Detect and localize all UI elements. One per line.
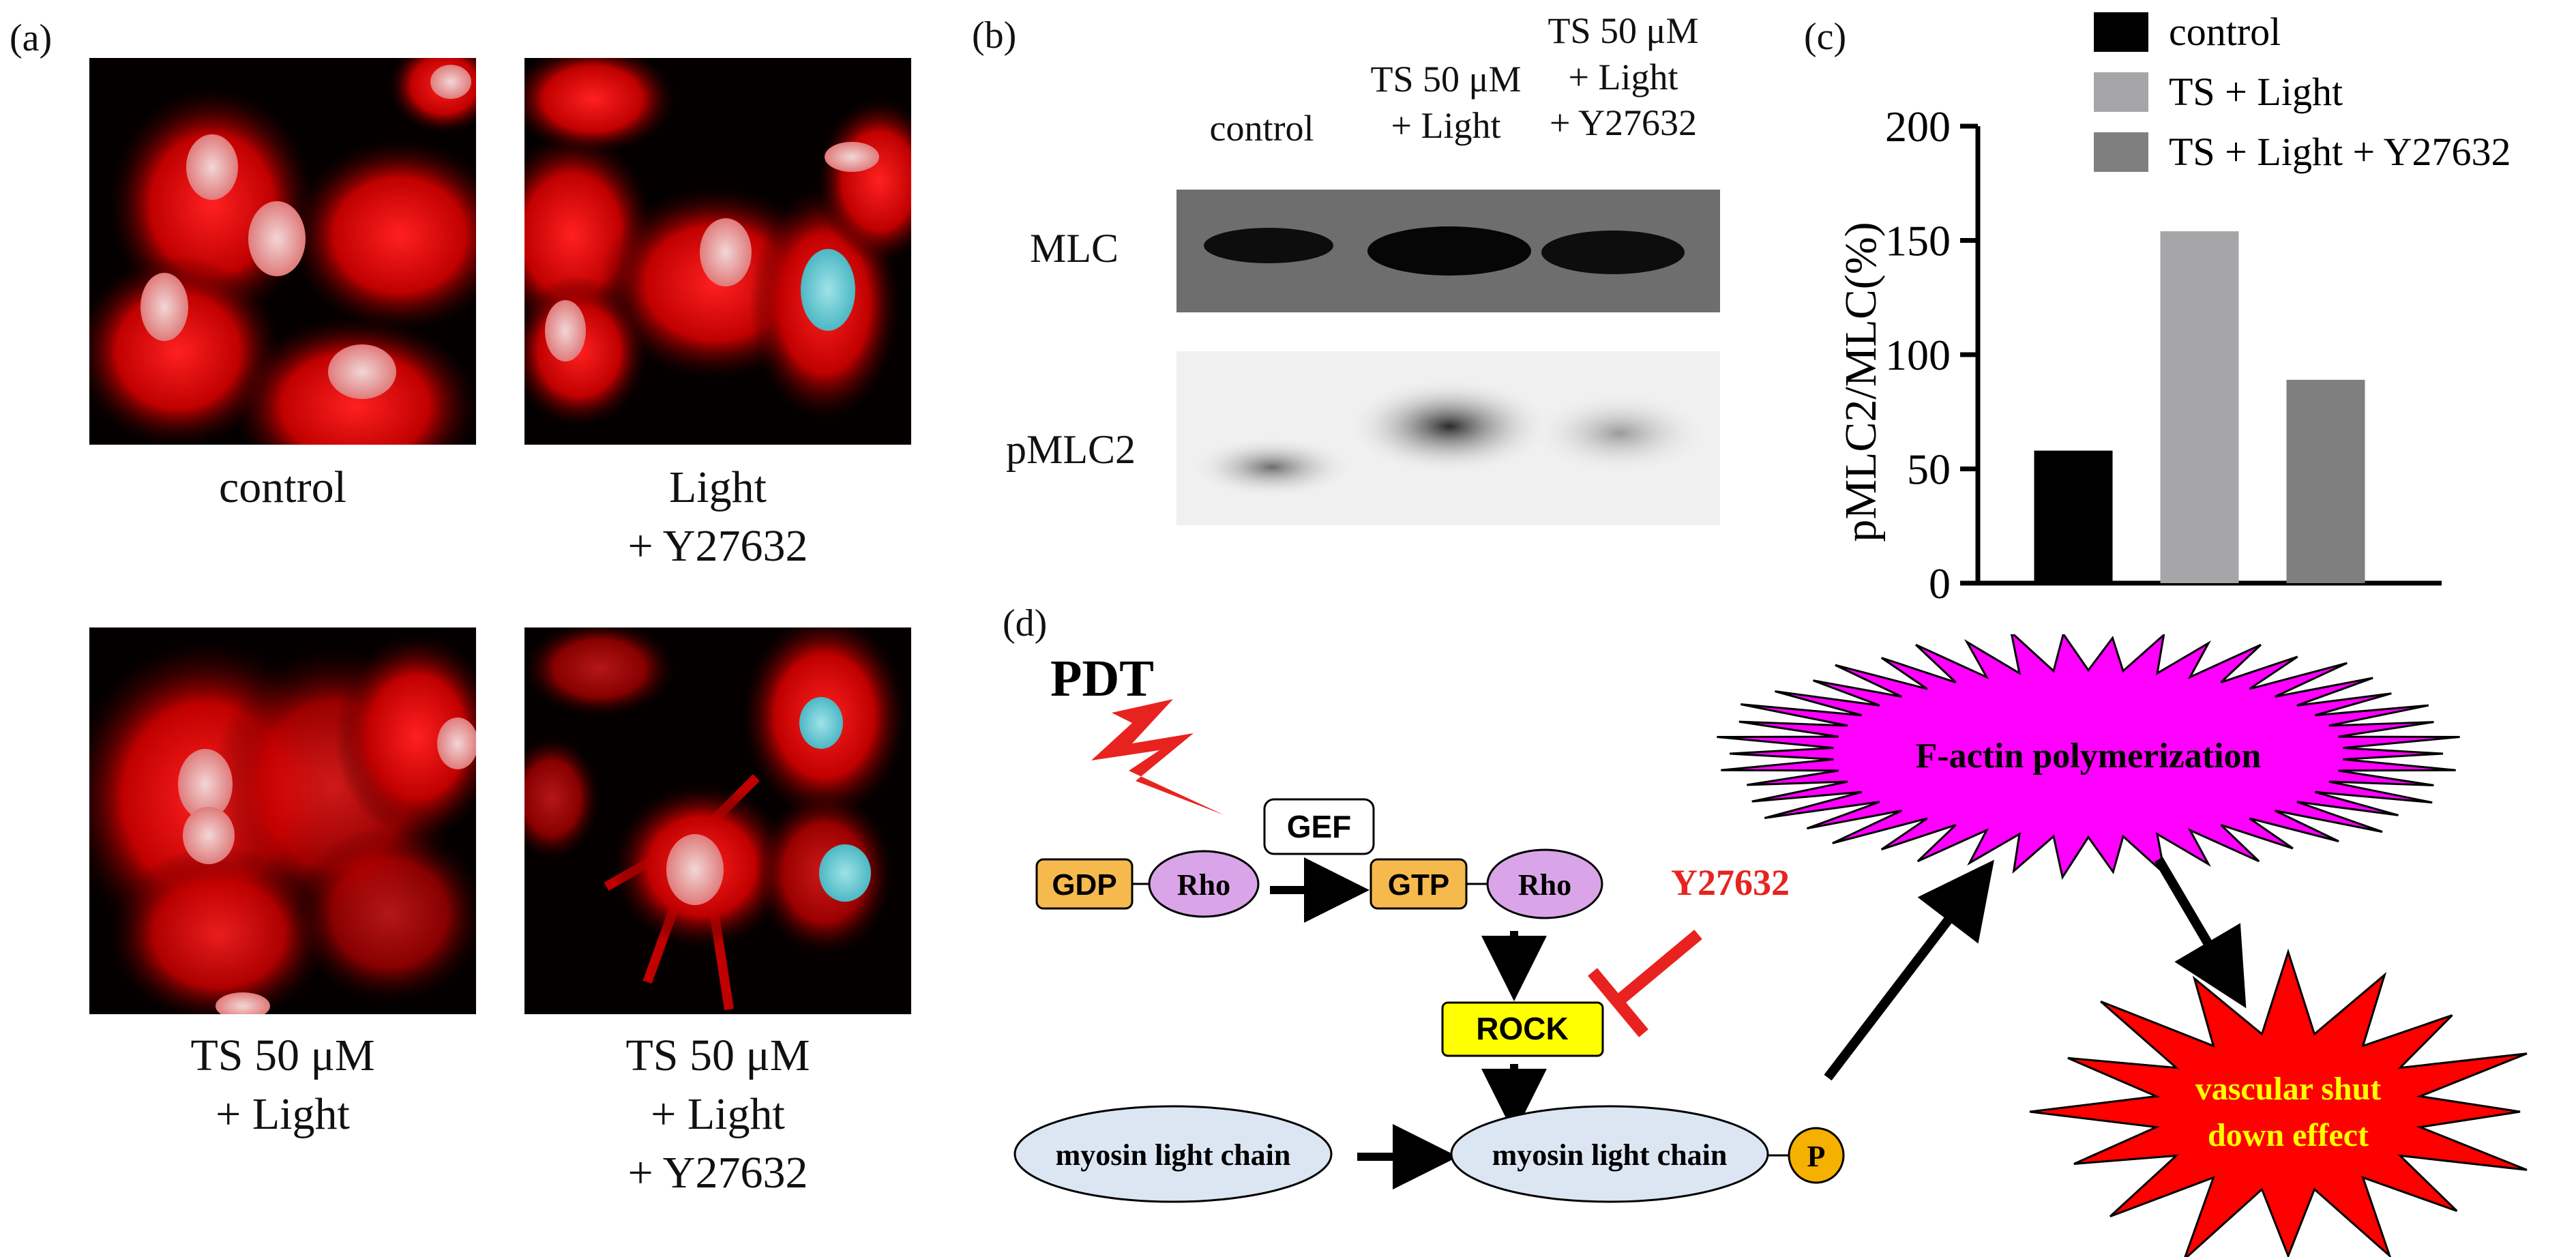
lane-label-ts-light-y27632: TS 50 μM + Light + Y27632 bbox=[1548, 10, 1699, 143]
lane-label-ts-light: TS 50 μM + Light bbox=[1370, 59, 1522, 146]
caption-ts-light-y27632: TS 50 μM + Light + Y27632 bbox=[625, 1031, 810, 1198]
rho-label-2: Rho bbox=[1518, 868, 1571, 902]
micrograph-ts-light bbox=[89, 627, 476, 1014]
pdt-label: PDT bbox=[1050, 650, 1154, 707]
gef-box bbox=[1263, 798, 1375, 855]
y-tick-label: 50 bbox=[1907, 445, 1951, 494]
arrow-to-vascular bbox=[2154, 857, 2247, 1009]
panel-c-label: (c) bbox=[1804, 16, 1847, 58]
bar-ts-light bbox=[2160, 231, 2239, 584]
vascular-star bbox=[2029, 948, 2528, 1257]
y-tick-label: 150 bbox=[1885, 217, 1951, 265]
legend-swatch bbox=[2094, 72, 2148, 112]
inhibition-line bbox=[1612, 930, 1702, 1007]
micrograph-control bbox=[89, 58, 476, 445]
rho-node-1 bbox=[1148, 850, 1260, 918]
micrograph-light-y27632 bbox=[524, 58, 911, 445]
caption-ts-light: TS 50 μM + Light bbox=[190, 1031, 375, 1139]
mlc-node-1 bbox=[1013, 1105, 1333, 1203]
lane-label-control: control bbox=[1209, 108, 1314, 149]
gdp-label: GDP bbox=[1052, 868, 1116, 902]
gef-label: GEF bbox=[1287, 809, 1352, 844]
vascular-label-1: vascular shut bbox=[2195, 1071, 2382, 1107]
y-tick-label: 100 bbox=[1885, 331, 1951, 379]
blot-mlc bbox=[1176, 190, 1720, 312]
y-axis-label: pMLC2/MLC(%) bbox=[1836, 222, 1886, 542]
legend-label: TS + Light + Y27632 bbox=[2169, 130, 2511, 174]
mlc-node-2 bbox=[1450, 1105, 1769, 1203]
rock-label: ROCK bbox=[1476, 1011, 1568, 1046]
factin-label: F-actin polymerization bbox=[1916, 737, 2262, 775]
rho-label-1: Rho bbox=[1177, 868, 1230, 902]
inhibition-bar bbox=[1588, 968, 1648, 1037]
factin-burst bbox=[1717, 634, 2460, 881]
micrograph-ts-light-y27632 bbox=[524, 627, 911, 1014]
mlc-label-2: myosin light chain bbox=[1492, 1138, 1728, 1172]
row-label-pmlc2: pMLC2 bbox=[1006, 427, 1136, 472]
y-tick-label: 200 bbox=[1885, 102, 1951, 151]
legend-swatch bbox=[2094, 12, 2148, 52]
row-label-mlc: MLC bbox=[1030, 226, 1119, 271]
panel-a-label: (a) bbox=[10, 17, 53, 59]
legend-label: control bbox=[2169, 10, 2281, 54]
bar-chart: 0 50 100 150 200 pMLC2/MLC(%) control TS + Lig… bbox=[1836, 10, 2511, 608]
y-tick-label: 0 bbox=[1929, 559, 1951, 608]
rho-node-2 bbox=[1486, 848, 1603, 919]
mlc-label-1: myosin light chain bbox=[1056, 1138, 1291, 1172]
phosphate-node bbox=[1788, 1127, 1845, 1184]
arrow-to-factin bbox=[1824, 859, 1994, 1081]
legend-label: TS + Light bbox=[2169, 70, 2343, 114]
panel-d-label: (d) bbox=[1003, 602, 1048, 645]
vascular-label-2: down effect bbox=[2208, 1117, 2369, 1153]
phosphate-label: P bbox=[1807, 1140, 1826, 1173]
blot-pmlc2 bbox=[1176, 351, 1720, 525]
pathway-diagram: PDT GEF GDP Rho GTP Rho Y27632 ROCK myos… bbox=[1013, 634, 2528, 1257]
caption-light-y27632: Light + Y27632 bbox=[627, 462, 808, 571]
legend-swatch bbox=[2094, 132, 2148, 172]
bar-ts-light-y27632 bbox=[2286, 379, 2365, 583]
caption-control: control bbox=[219, 462, 346, 512]
bar-control bbox=[2034, 450, 2113, 583]
inhibitor-label: Y27632 bbox=[1671, 862, 1790, 903]
lightning-icon bbox=[1091, 699, 1224, 815]
gtp-label: GTP bbox=[1388, 868, 1449, 902]
panel-b-label: (b) bbox=[972, 14, 1017, 57]
rock-box bbox=[1441, 1001, 1604, 1057]
